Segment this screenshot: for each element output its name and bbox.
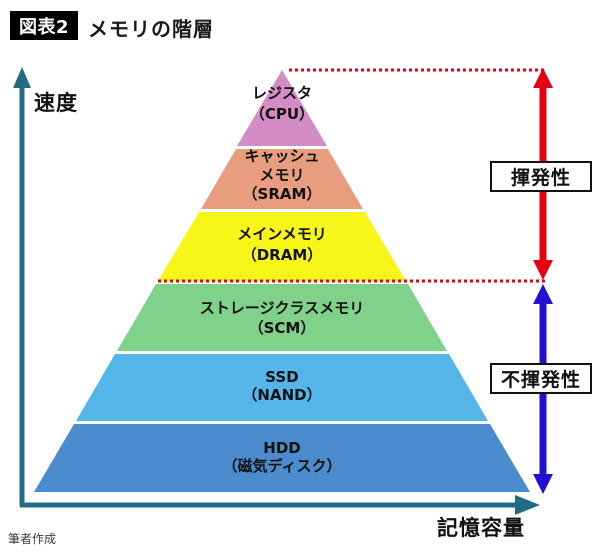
layer-sublabel-dram: （DRAM） [242,246,323,264]
nonvolatile-arrow-down-icon [533,474,553,494]
pyramid-layer-register [237,70,327,146]
layer-label-memory: メモリ [259,166,304,184]
author-credit: 筆者作成 [8,532,57,546]
pyramid-layer-cache-sram [201,149,363,209]
layer-label-scm: ストレージクラスメモリ [200,299,364,317]
figure-number-badge: 図表2 [10,11,78,40]
volatile-arrow-up-icon [533,68,553,88]
pyramid-layer-ssd-nand [76,354,488,421]
layer-sublabel-cpu: （CPU） [250,105,314,123]
pyramid-layer-hdd [34,424,530,492]
layer-label-main-memory: メインメモリ [237,225,327,243]
nonvolatile-arrow-up-icon [533,284,553,304]
x-axis-arrowhead-icon [515,495,540,515]
x-axis-label: 記憶容量 [437,516,525,540]
layer-sublabel-scm: （SCM） [249,319,316,337]
layer-label-register: レジスタ [252,84,312,102]
layer-sublabel-sram: （SRAM） [243,185,322,203]
page-title: メモリの階層 [88,17,214,41]
pyramid-layer-scm [117,284,447,351]
layer-label-hdd: HDD [263,439,300,457]
volatile-label-box: 揮発性 [490,161,592,192]
pyramid-layer-main-dram [158,212,406,281]
layer-sublabel-nand: （NAND） [242,386,321,404]
nonvolatile-label-box: 不揮発性 [490,363,592,394]
nonvolatile-label: 不揮発性 [500,369,581,391]
y-axis-arrowhead-icon [13,67,31,88]
y-axis-label: 速度 [34,91,78,115]
volatile-label: 揮発性 [510,167,571,189]
layer-sublabel-disk: （磁気ディスク） [223,457,342,475]
layer-label-cache: キャッシュ [244,147,319,165]
layer-label-ssd: SSD [265,368,298,386]
volatile-arrow-down-icon [533,260,553,280]
